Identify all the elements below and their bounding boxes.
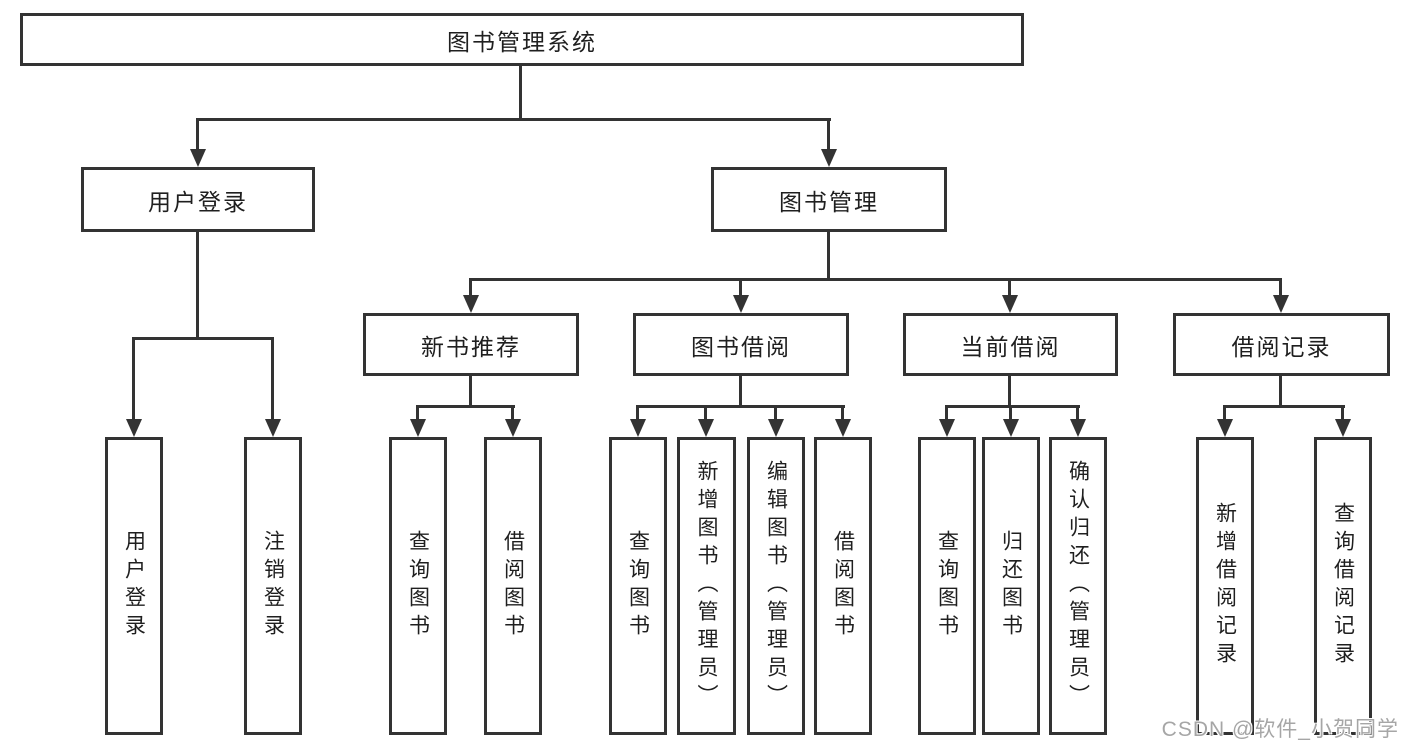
connector-line bbox=[132, 337, 135, 423]
leaf-add-borrow-record: 新增借阅记录 bbox=[1196, 437, 1254, 735]
arrowhead-icon bbox=[265, 419, 281, 437]
arrowhead-icon bbox=[1003, 419, 1019, 437]
connector-line bbox=[519, 66, 522, 118]
connector-line bbox=[1223, 405, 1345, 408]
leaf-query-books-borrow: 查询图书 bbox=[609, 437, 667, 735]
connector-line bbox=[827, 118, 830, 153]
node-borrow-records: 借阅记录 bbox=[1173, 313, 1390, 376]
node-borrow-records-label: 借阅记录 bbox=[1231, 333, 1332, 360]
arrowhead-icon bbox=[698, 419, 714, 437]
leaf-query-books-borrow-label: 查询图书 bbox=[626, 530, 650, 642]
node-current-borrow: 当前借阅 bbox=[903, 313, 1118, 376]
leaf-return-books: 归还图书 bbox=[982, 437, 1040, 735]
arrowhead-icon bbox=[939, 419, 955, 437]
node-current-borrow-label: 当前借阅 bbox=[960, 333, 1061, 360]
arrowhead-icon bbox=[126, 419, 142, 437]
connector-line bbox=[196, 118, 199, 153]
connector-line bbox=[636, 405, 845, 408]
leaf-query-borrow-record-label: 查询借阅记录 bbox=[1331, 502, 1355, 670]
arrowhead-icon bbox=[835, 419, 851, 437]
arrowhead-icon bbox=[410, 419, 426, 437]
leaf-query-books-recommend-label: 查询图书 bbox=[406, 530, 430, 642]
arrowhead-icon bbox=[821, 149, 837, 167]
leaf-query-books-current-label: 查询图书 bbox=[935, 530, 959, 642]
connector-line bbox=[511, 405, 514, 423]
connector-line bbox=[196, 232, 199, 337]
connector-line bbox=[1009, 405, 1012, 423]
node-book-management: 图书管理 bbox=[711, 167, 947, 232]
node-new-book-recommend: 新书推荐 bbox=[363, 313, 579, 376]
leaf-borrow-books-borrow: 借阅图书 bbox=[814, 437, 872, 735]
connector-line bbox=[1076, 405, 1079, 423]
node-new-book-recommend-label: 新书推荐 bbox=[421, 333, 521, 360]
node-book-borrow-label: 图书借阅 bbox=[691, 333, 791, 360]
connector-line bbox=[704, 405, 707, 423]
csdn-watermark: CSDN @软件_小贺同学 bbox=[1161, 718, 1399, 741]
connector-line bbox=[132, 337, 274, 340]
connector-line bbox=[469, 278, 1282, 281]
connector-line bbox=[416, 405, 419, 423]
connector-line bbox=[739, 278, 742, 299]
connector-line bbox=[945, 405, 948, 423]
arrowhead-icon bbox=[630, 419, 646, 437]
arrowhead-icon bbox=[463, 295, 479, 313]
connector-line bbox=[197, 118, 831, 121]
connector-line bbox=[739, 376, 742, 405]
leaf-query-books-recommend: 查询图书 bbox=[389, 437, 447, 735]
arrowhead-icon bbox=[1335, 419, 1351, 437]
connector-line bbox=[1279, 376, 1282, 405]
arrowhead-icon bbox=[1273, 295, 1289, 313]
connector-line bbox=[469, 376, 472, 405]
node-user-login-label: 用户登录 bbox=[148, 188, 248, 215]
arrowhead-icon bbox=[190, 149, 206, 167]
leaf-user-login: 用户登录 bbox=[105, 437, 163, 735]
leaf-confirm-return-admin-label: 确认归还（管理员） bbox=[1066, 460, 1090, 712]
leaf-query-books-current: 查询图书 bbox=[918, 437, 976, 735]
connector-line bbox=[1008, 376, 1011, 405]
node-book-management-label: 图书管理 bbox=[779, 188, 879, 215]
connector-line bbox=[416, 405, 515, 408]
leaf-borrow-books-recommend-label: 借阅图书 bbox=[501, 530, 525, 642]
arrowhead-icon bbox=[733, 295, 749, 313]
arrowhead-icon bbox=[505, 419, 521, 437]
leaf-return-books-label: 归还图书 bbox=[999, 530, 1023, 642]
leaf-query-borrow-record: 查询借阅记录 bbox=[1314, 437, 1372, 735]
arrowhead-icon bbox=[1002, 295, 1018, 313]
arrowhead-icon bbox=[1217, 419, 1233, 437]
leaf-logout-label: 注销登录 bbox=[261, 530, 285, 642]
connector-line bbox=[945, 405, 1080, 408]
leaf-borrow-books-borrow-label: 借阅图书 bbox=[831, 530, 855, 642]
connector-line bbox=[827, 232, 830, 278]
node-root-label: 图书管理系统 bbox=[447, 28, 597, 55]
leaf-add-borrow-record-label: 新增借阅记录 bbox=[1213, 502, 1237, 670]
connector-line bbox=[271, 337, 274, 423]
arrowhead-icon bbox=[768, 419, 784, 437]
leaf-edit-books-admin-label: 编辑图书（管理员） bbox=[764, 460, 788, 712]
leaf-user-login-label: 用户登录 bbox=[122, 530, 146, 642]
connector-line bbox=[1223, 405, 1226, 423]
connector-line bbox=[1341, 405, 1344, 423]
leaf-logout: 注销登录 bbox=[244, 437, 302, 735]
connector-line bbox=[841, 405, 844, 423]
connector-line bbox=[774, 405, 777, 423]
leaf-confirm-return-admin: 确认归还（管理员） bbox=[1049, 437, 1107, 735]
leaf-add-books-admin: 新增图书（管理员） bbox=[677, 437, 736, 735]
connector-line bbox=[469, 278, 472, 299]
arrowhead-icon bbox=[1070, 419, 1086, 437]
connector-line bbox=[636, 405, 639, 423]
connector-line bbox=[1008, 278, 1011, 299]
node-root: 图书管理系统 bbox=[20, 13, 1024, 66]
leaf-add-books-admin-label: 新增图书（管理员） bbox=[695, 460, 718, 712]
connector-line bbox=[1279, 278, 1282, 299]
node-book-borrow: 图书借阅 bbox=[633, 313, 849, 376]
node-user-login: 用户登录 bbox=[81, 167, 315, 232]
leaf-borrow-books-recommend: 借阅图书 bbox=[484, 437, 542, 735]
leaf-edit-books-admin: 编辑图书（管理员） bbox=[747, 437, 805, 735]
